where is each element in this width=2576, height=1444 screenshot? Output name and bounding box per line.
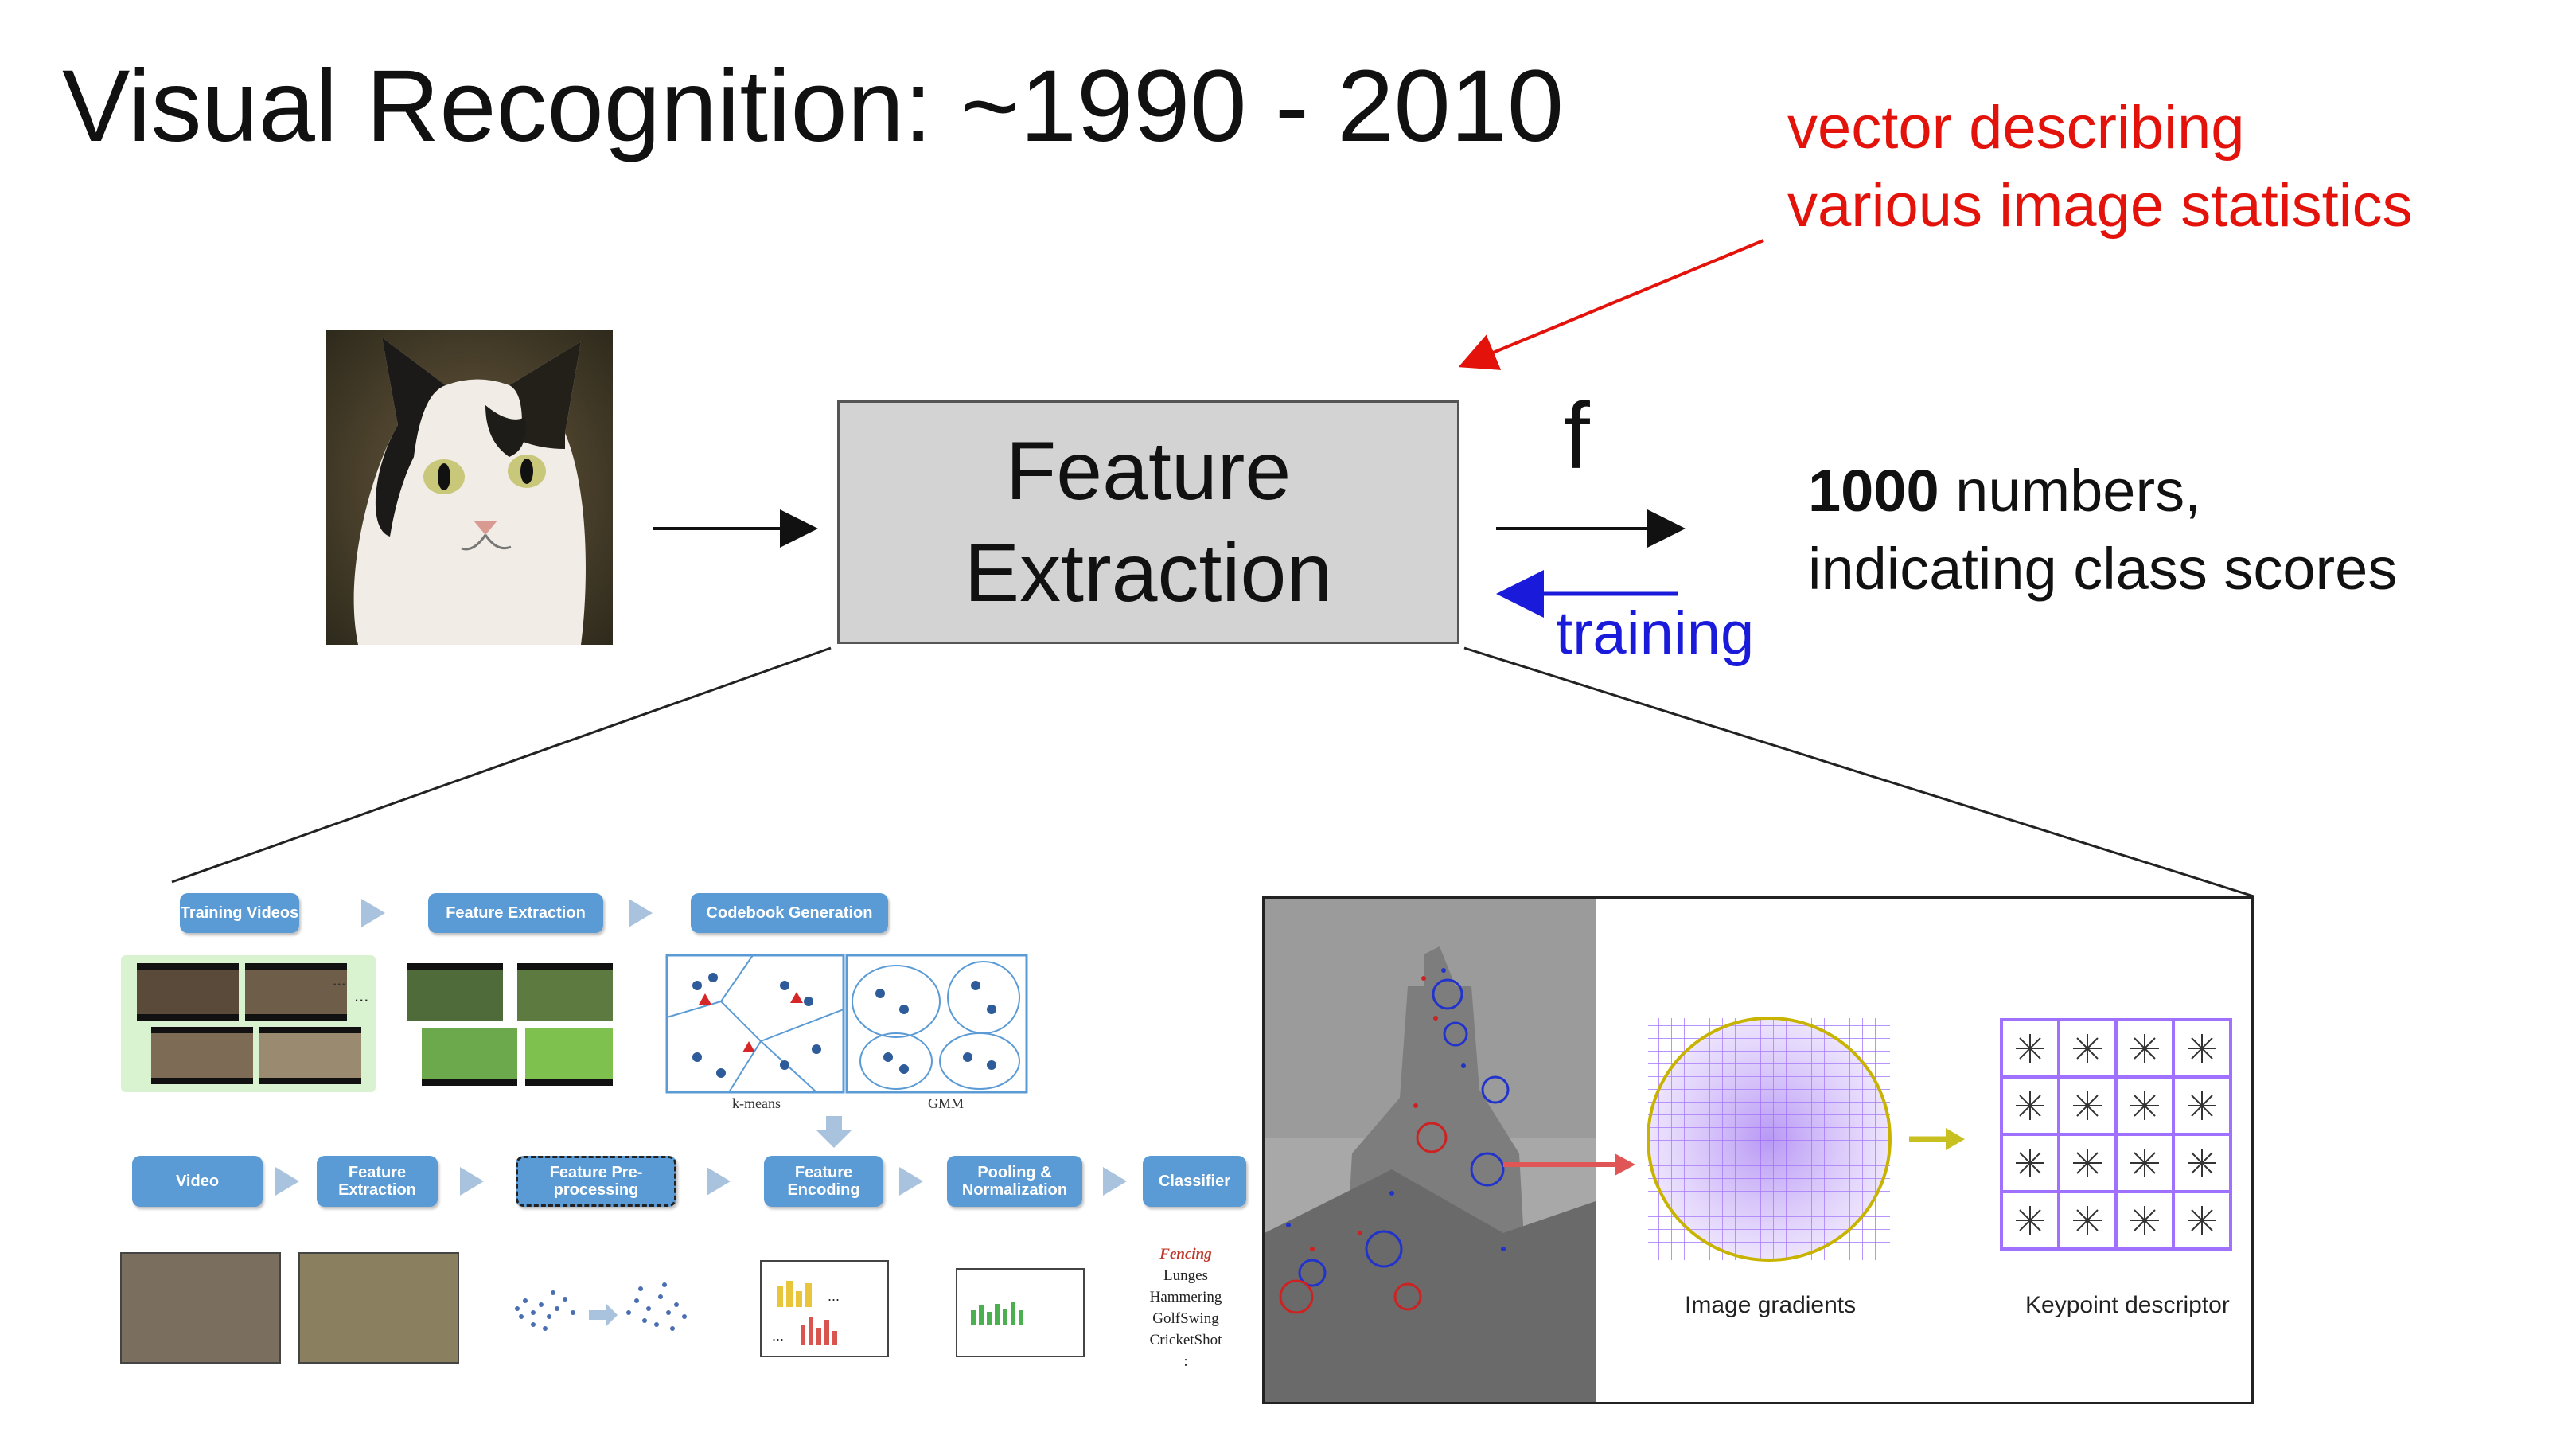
- pipeline-figure: Training Videos Feature Extraction Codeb…: [119, 887, 1249, 1380]
- codebook-clusters: [665, 954, 1028, 1094]
- pipeline-arrow: [707, 1167, 731, 1196]
- pipeline-feature-preprocessing: Feature Pre-processing: [516, 1156, 676, 1207]
- pipeline-arrow: [1103, 1167, 1127, 1196]
- pipeline-feature-extraction-top: Feature Extraction: [428, 893, 603, 933]
- pipeline-video: Video: [132, 1156, 263, 1207]
- annotation-line-1: vector describing: [1787, 94, 2245, 162]
- class-item: Fencing: [1159, 1246, 1212, 1263]
- feature-extraction-box: Feature Extraction: [837, 400, 1459, 644]
- class-item: Lunges: [1163, 1267, 1208, 1284]
- class-item: :: [1183, 1353, 1188, 1370]
- feature-box-line-1: Feature: [1005, 425, 1292, 517]
- slide-title: Visual Recognition: ~1990 - 2010: [62, 49, 1564, 163]
- pipeline-arrow: [899, 1167, 923, 1196]
- pipeline-arrow: [629, 899, 653, 927]
- output-count: 1000: [1808, 458, 1939, 524]
- keypoint-descriptor-caption: Keypoint descriptor: [2025, 1292, 2230, 1318]
- training-label: training: [1556, 599, 1755, 667]
- training-video-thumbnails: ...: [121, 955, 376, 1092]
- class-item: GolfSwing: [1152, 1310, 1219, 1327]
- down-arrow-icon: [816, 1116, 852, 1148]
- feature-extraction-thumbnails: [407, 963, 613, 1086]
- svg-text:...: ...: [772, 1328, 784, 1344]
- pipeline-feature-encoding: Feature Encoding: [764, 1156, 883, 1207]
- feature-box-line-2: Extraction: [964, 527, 1333, 619]
- output-line-1: numbers,: [1939, 458, 2201, 524]
- pipeline-feature-extraction: Feature Extraction: [317, 1156, 438, 1207]
- class-item: CricketShot: [1149, 1332, 1222, 1348]
- output-line-2: indicating class scores: [1808, 536, 2398, 602]
- pipeline-training-videos: Training Videos: [180, 893, 299, 933]
- zoom-line-left: [171, 646, 832, 884]
- output-description: 1000 numbers, indicating class scores: [1808, 452, 2397, 608]
- cat-image: [326, 330, 613, 645]
- kmeans-label: k-means: [732, 1095, 781, 1111]
- class-item: Hammering: [1149, 1289, 1222, 1305]
- function-label: f: [1564, 384, 1590, 489]
- gmm-label: GMM: [928, 1095, 965, 1111]
- pipeline-arrow: [460, 1167, 484, 1196]
- sift-figure: Image gradients Keypoint descriptor: [1262, 896, 2254, 1404]
- pipeline-arrow: [361, 899, 385, 927]
- pipeline-codebook-generation: Codebook Generation: [691, 893, 888, 933]
- pipeline-illustrations: ... ...: [120, 1252, 1085, 1364]
- annotation-line-2: various image statistics: [1787, 172, 2413, 240]
- sift-illustration: [1265, 899, 2232, 1402]
- svg-text:...: ...: [354, 985, 368, 1005]
- svg-text:...: ...: [828, 1288, 840, 1304]
- pipeline-arrow: [275, 1167, 299, 1196]
- pipeline-pooling: Pooling & Normalization: [947, 1156, 1082, 1207]
- image-gradients-caption: Image gradients: [1685, 1292, 1857, 1318]
- pipeline-classifier: Classifier: [1143, 1156, 1246, 1207]
- red-annotation-arrow: [1458, 239, 1764, 370]
- annotation-text: vector describing various image statisti…: [1787, 89, 2413, 245]
- class-list: Fencing Lunges Hammering GolfSwing Crick…: [1138, 1243, 1233, 1372]
- thumbnail-ellipsis: ...: [333, 970, 346, 989]
- zoom-line-right: [1463, 646, 2254, 898]
